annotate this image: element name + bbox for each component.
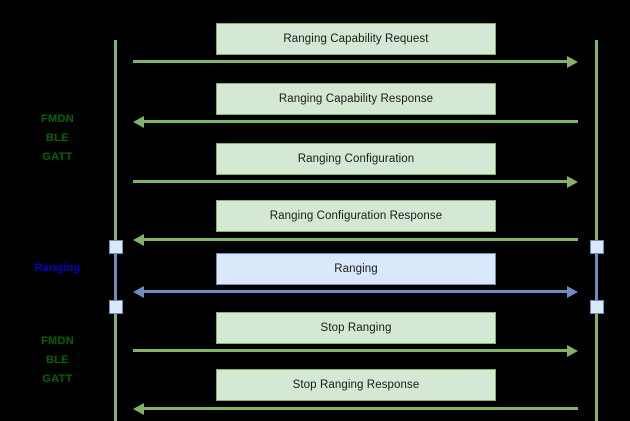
arrowhead-left-2 bbox=[133, 115, 144, 128]
message-arrow-ranging-capability-response bbox=[144, 120, 578, 123]
activation-node-right-start bbox=[590, 240, 604, 254]
message-box-ranging-capability-response: Ranging Capability Response bbox=[216, 83, 496, 115]
activation-bar-right bbox=[595, 242, 598, 308]
message-box-ranging-capability-request: Ranging Capability Request bbox=[216, 23, 496, 55]
arrowhead-left-5 bbox=[133, 285, 144, 298]
message-box-stop-ranging-response: Stop Ranging Response bbox=[216, 369, 496, 401]
arrowhead-right-3 bbox=[567, 175, 578, 188]
arrowhead-right-5 bbox=[567, 285, 578, 298]
right-lifeline bbox=[595, 40, 598, 421]
arrowhead-left-4 bbox=[133, 233, 144, 246]
message-arrow-ranging-capability-request bbox=[133, 60, 567, 63]
activation-bar-left bbox=[114, 242, 117, 308]
left-lifeline bbox=[114, 40, 117, 421]
message-box-ranging: Ranging bbox=[216, 253, 496, 285]
message-arrow-stop-ranging-response bbox=[144, 407, 578, 410]
message-arrow-ranging bbox=[144, 290, 567, 293]
phase-label-ranging: Ranging bbox=[34, 262, 81, 274]
arrowhead-right-1 bbox=[567, 55, 578, 68]
message-box-stop-ranging: Stop Ranging bbox=[216, 312, 496, 344]
message-arrow-ranging-configuration-response bbox=[144, 238, 578, 241]
arrowhead-right-6 bbox=[567, 344, 578, 357]
message-arrow-ranging-configuration bbox=[133, 180, 567, 183]
phase-label-fmdn-top: FMDN BLE GATT bbox=[41, 113, 74, 163]
message-box-ranging-configuration-response: Ranging Configuration Response bbox=[216, 200, 496, 232]
activation-node-left-end bbox=[109, 300, 123, 314]
activation-node-left-start bbox=[109, 240, 123, 254]
message-arrow-stop-ranging bbox=[133, 349, 567, 352]
arrowhead-left-7 bbox=[133, 402, 144, 415]
message-box-ranging-configuration: Ranging Configuration bbox=[216, 143, 496, 175]
activation-node-right-end bbox=[590, 300, 604, 314]
phase-label-fmdn-bottom: FMDN BLE GATT bbox=[41, 335, 74, 385]
